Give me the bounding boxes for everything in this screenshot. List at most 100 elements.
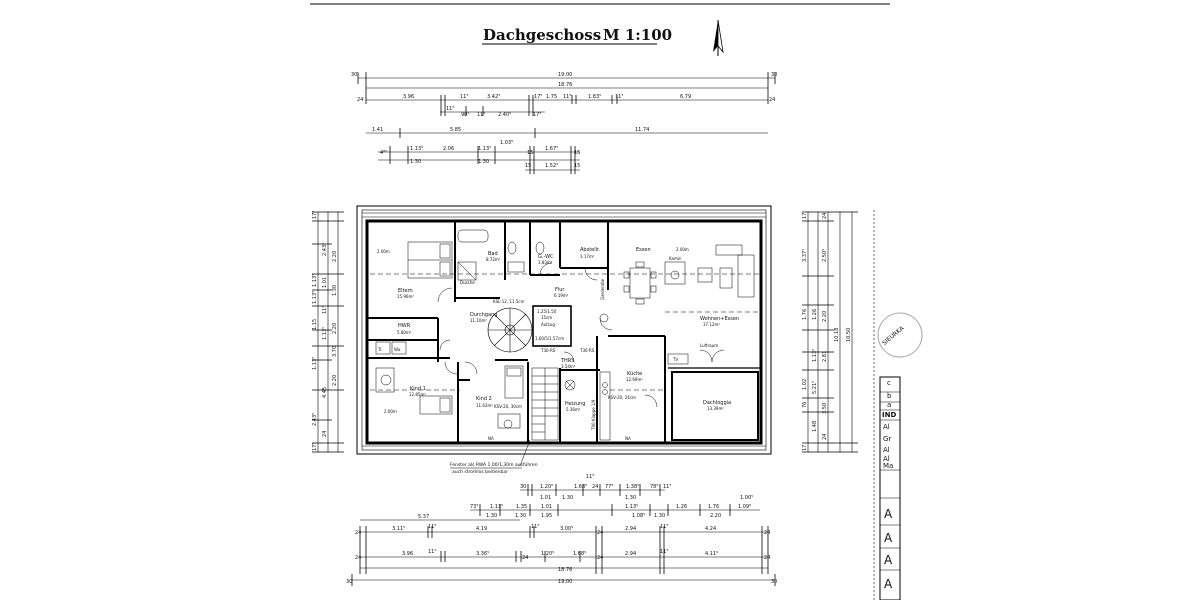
height-label: 2.00m (377, 249, 390, 254)
titleblock-cell: Al (883, 455, 890, 463)
titleblock-cell: b (887, 392, 892, 400)
dim-label: 15 (574, 150, 580, 156)
room-area-kind2: 11.63m² (476, 403, 493, 408)
dim-label: 1.30 (562, 495, 573, 501)
dim-label: 2.20 (710, 513, 721, 519)
dim-label: 78⁵ (650, 484, 658, 490)
label-na: NA (625, 436, 631, 441)
dim-label: 4.19 (476, 526, 487, 532)
dimension-labels-right: 17 24 3.37⁵ 2.50⁵ 1.76 1.26 2.20 1.13⁵ 1… (802, 213, 852, 451)
dim-label: 4.45 (322, 387, 328, 398)
room-label-ksl: KSL-12, 11.5cm (493, 299, 525, 304)
room-area-kind1: 12.85m² (409, 392, 426, 397)
titleblock-cell: A (884, 577, 893, 591)
dim-label: 1.00⁵ (740, 495, 753, 501)
dim-label: 1.30 (625, 495, 636, 501)
dim-label: 11⁵ (660, 524, 668, 530)
dim-label: 30 (771, 579, 777, 585)
plan-title: Dachgeschoss (483, 26, 601, 44)
room-name-bad: Bad (488, 251, 498, 257)
dim-label: 1.68⁵ (573, 551, 586, 557)
room-area-wohnen: 37.12m² (703, 322, 720, 327)
main-stair (531, 367, 559, 441)
dim-label: 3.96 (402, 551, 413, 557)
room-label-luftraum: Luftraum (700, 343, 718, 348)
dim-label: 1.13⁵ (478, 146, 491, 152)
dim-label: 1.52⁵ (545, 163, 558, 169)
dim-label: 1.30 (410, 159, 421, 165)
dim-label: 1.01 (322, 277, 328, 288)
dim-label: 1.13⁵ (625, 504, 638, 510)
boiler-icon (564, 379, 576, 391)
room-area-heizung: 5.36m² (566, 407, 581, 412)
dim-label: 1.08⁵ (632, 513, 645, 519)
dim-label: 24 (592, 484, 598, 490)
dim-label: 24 (522, 555, 528, 561)
roof-slope-lines (370, 273, 760, 391)
dim-label: 10.50 (846, 328, 852, 342)
label-wa: Wa. (394, 347, 401, 352)
dim-label: 5.85 (450, 127, 461, 133)
dim-label: 1.26 (676, 504, 687, 510)
dimension-labels-bottom: 30 1.20⁵ 1.68⁵ 24 77⁵ 1.38⁵ 78⁵ 11⁵ 11⁵ … (346, 474, 777, 585)
dim-label: 18.76 (558, 82, 572, 88)
dim-label: 17⁵ (533, 112, 541, 118)
dim-label: 11⁵ (477, 112, 485, 118)
dim-label: 3.11⁵ (392, 526, 405, 532)
dim-label: 3.42⁵ (487, 94, 500, 100)
dim-label: 1.01 (540, 495, 551, 501)
dim-label: 24 (597, 555, 603, 561)
dim-label: 4.24 (705, 526, 716, 532)
dim-label: 30 (771, 72, 777, 78)
height-label: 2.00m (676, 247, 689, 252)
door-rating-label: T30-RS (540, 348, 556, 353)
dimension-chains-bottom (351, 484, 776, 586)
dim-label: 1.01 (541, 504, 552, 510)
dim-label: 19.00 (558, 579, 572, 585)
bed-icon (504, 365, 524, 399)
dim-label: 6.79 (680, 94, 691, 100)
dim-label: 15 (527, 150, 533, 156)
titleblock-cell: c (887, 379, 891, 387)
dim-label: 15 (574, 163, 580, 169)
dim-label: 24 (597, 530, 603, 536)
room-label-ksv2: KSV-20, 24cm (608, 395, 636, 400)
dim-label: 1.75 (546, 94, 557, 100)
dim-label: 90⁵ (461, 112, 469, 118)
dim-label: 1.38⁵ (626, 484, 639, 490)
room-name-kind2: Kind 2 (476, 396, 492, 402)
dim-label: 17⁵ (312, 211, 318, 219)
room-area-gwc: 1.83m² (538, 260, 553, 265)
dim-label: 4.11⁵ (705, 551, 718, 557)
dimension-labels-top: 30 19.00 30 18.76 24 3.96 11⁵ 3.42⁵ 17⁵ … (351, 72, 777, 169)
dim-label: 1.13⁵ (312, 291, 318, 304)
titleblock-cell: Al (883, 446, 890, 454)
dim-label: 3.00⁵ (560, 526, 573, 532)
height-label: 2.00m (384, 409, 397, 414)
dim-label: 11⁵ (460, 94, 468, 100)
dim-label: 11⁵ (660, 549, 668, 555)
dim-label: 1.41 (372, 127, 383, 133)
room-name-aufzug: Aufzug (541, 322, 555, 327)
titleblock-cell: Gr (883, 435, 891, 443)
toilet-icon (535, 241, 545, 255)
title-block: c b a IND Al Gr Al Al Ma A A A A (879, 376, 901, 600)
titleblock-cell: a (887, 401, 891, 409)
dim-label: 24 (357, 97, 363, 103)
dim-label: 17 (802, 213, 808, 219)
dim-label: 3.37⁵ (802, 249, 808, 262)
dim-label: 24 (822, 434, 828, 440)
room-area-abstellr: 3.17m² (580, 254, 595, 259)
dim-label: 1.30 (654, 513, 665, 519)
room-labels: Eltern 15.96m² 2.00m Bad 8.72m² Dusche G… (377, 247, 739, 441)
dim-label: 2.94 (625, 526, 636, 532)
titleblock-cell: A (884, 553, 893, 567)
room-area-dachloggia: 13.39m² (707, 406, 724, 411)
titleblock-cell: Ma (883, 462, 893, 470)
room-name-essen: Essen (636, 247, 651, 253)
titleblock-cell: Al (883, 423, 890, 431)
dim-label: 24 (355, 530, 361, 536)
dim-label: 30 (520, 484, 526, 490)
label-na: NA (488, 436, 494, 441)
dim-label: 1.15 (312, 319, 318, 330)
